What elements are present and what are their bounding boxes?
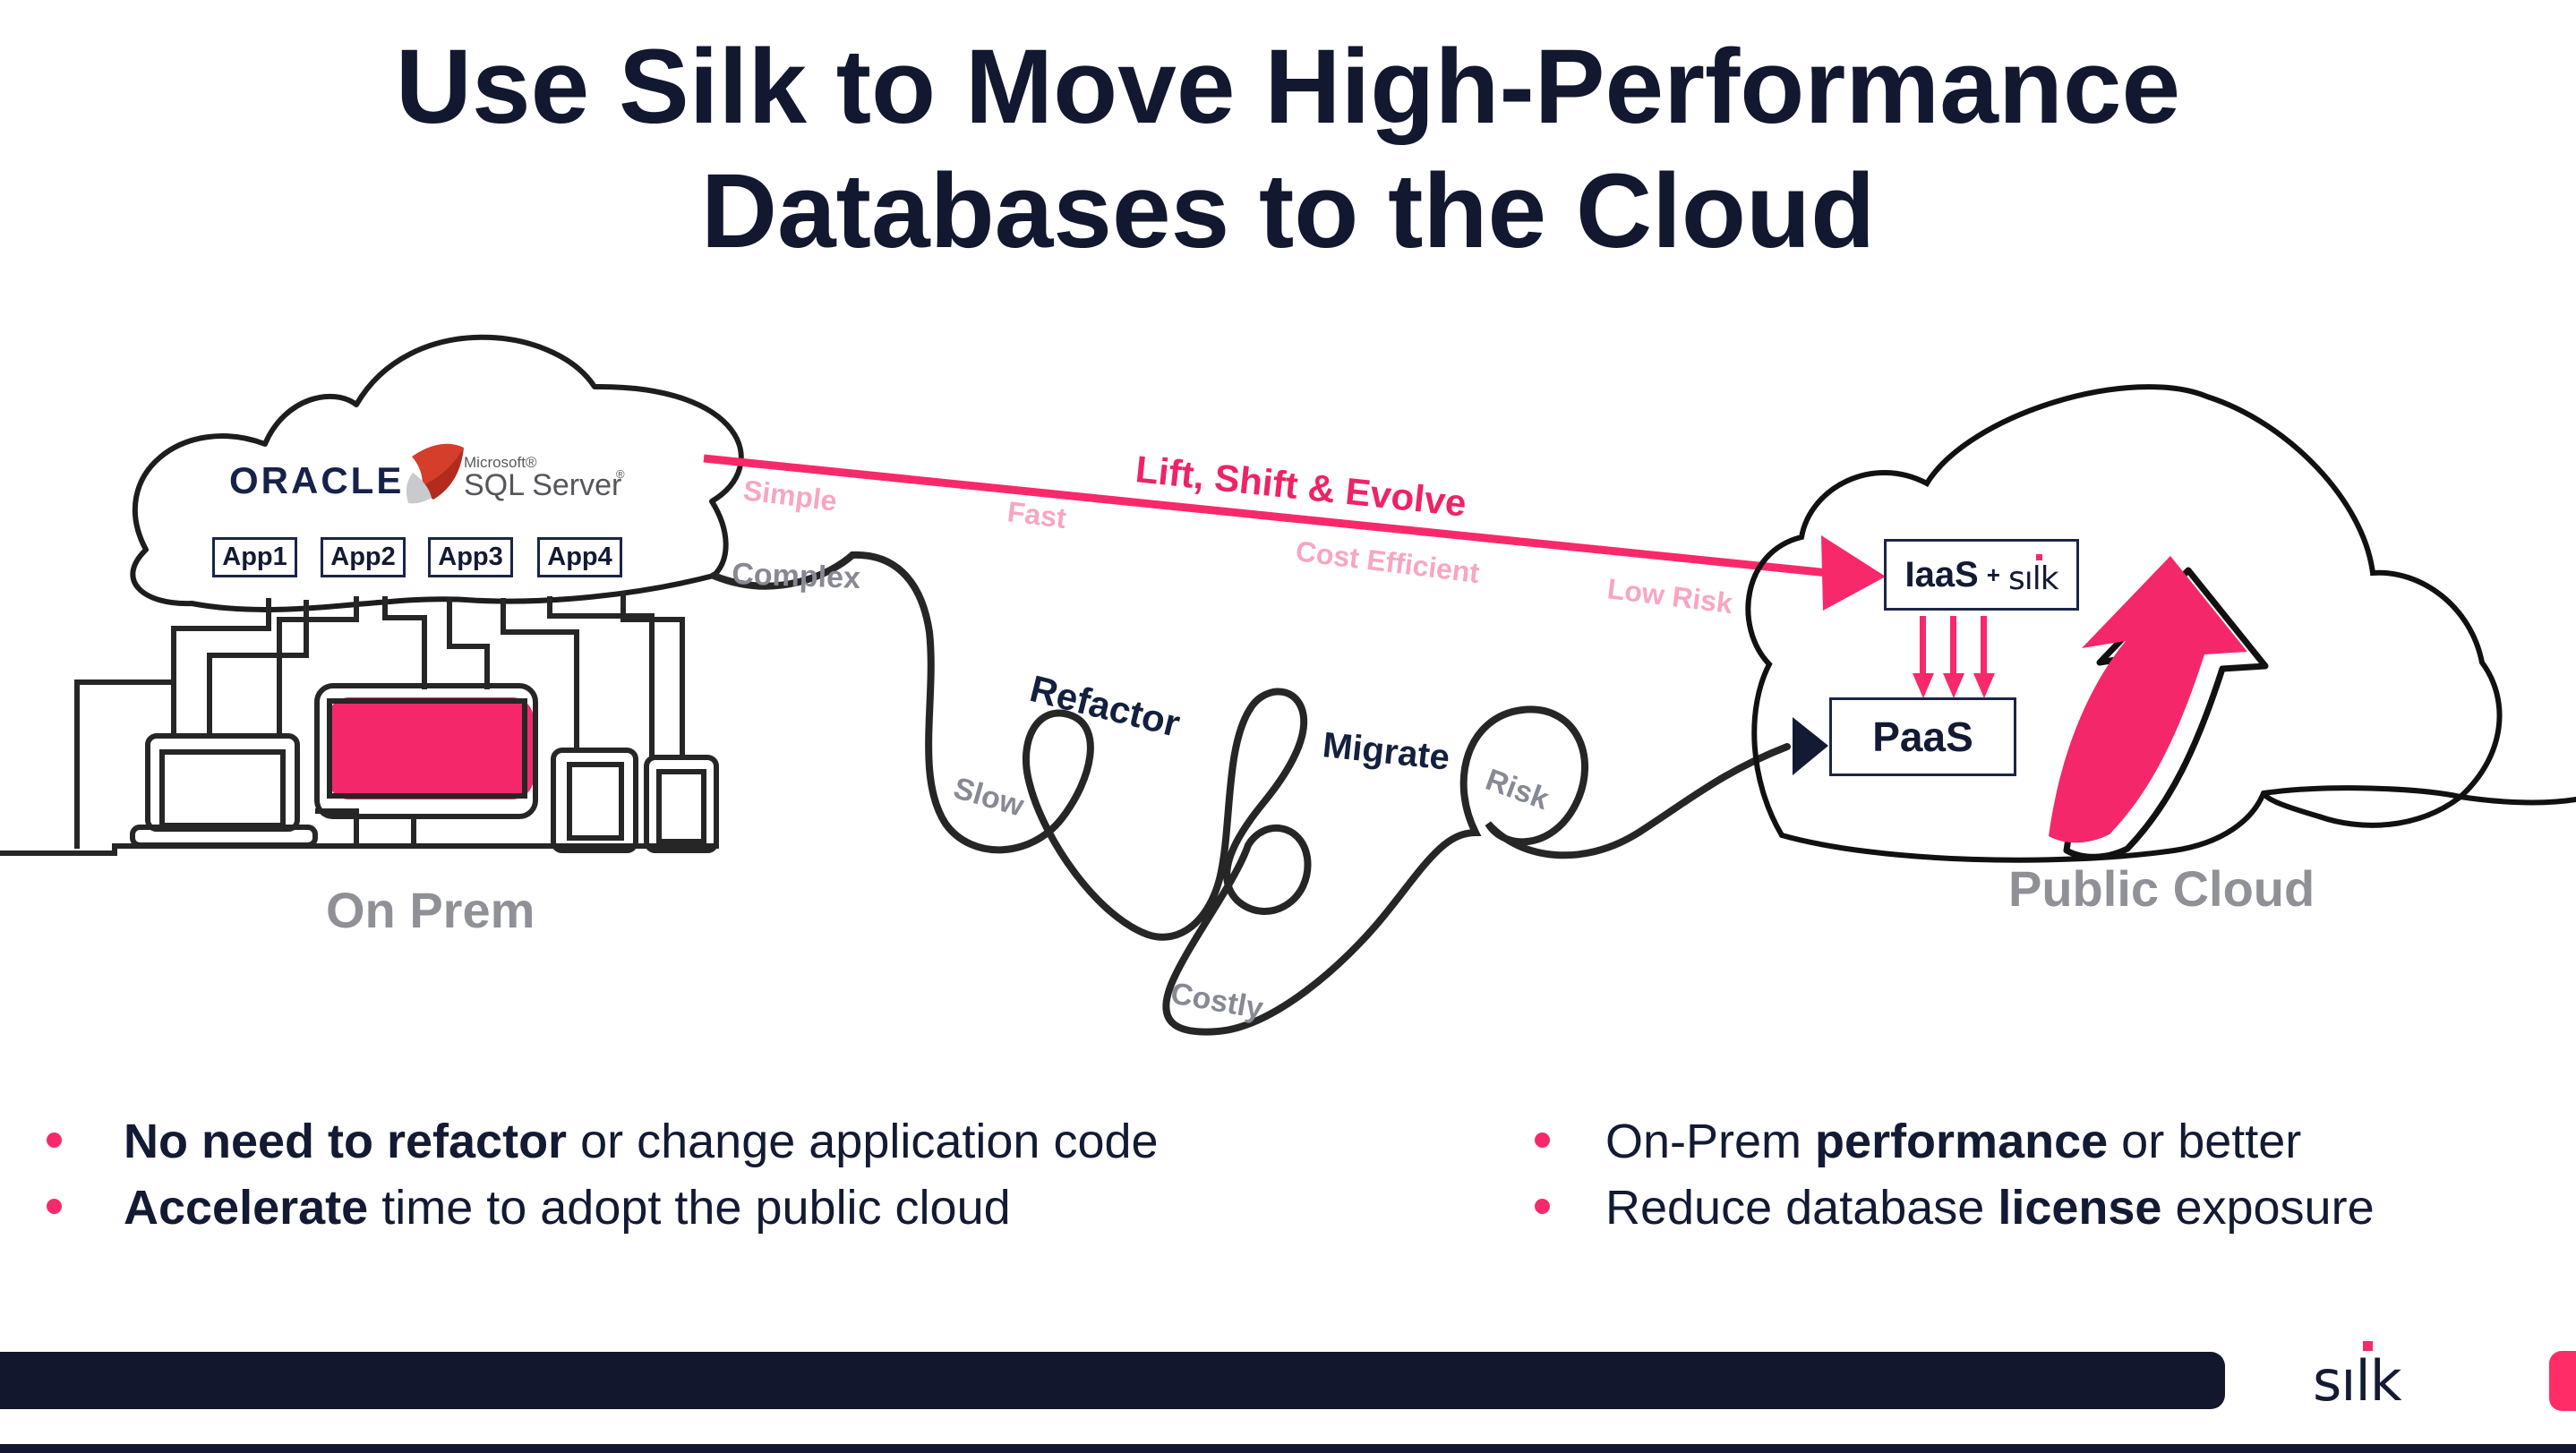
footer-accent-bar — [0, 1352, 2225, 1409]
bullet-post: or change application code — [567, 1115, 1159, 1168]
app3-box: App3 — [428, 537, 513, 577]
app4-box: App4 — [537, 537, 622, 577]
bullet-text: No need to refactor or change applicatio… — [124, 1108, 1159, 1175]
bullet-bold: license — [1998, 1181, 2162, 1235]
tangle-refactor: Refactor — [1026, 667, 1185, 745]
silk-logo-small: sılk — [2007, 554, 2059, 597]
lift-arrowhead — [1821, 535, 1886, 611]
paas-arrowhead — [1793, 717, 1828, 775]
lift-label: Lift, Shift & Evolve — [1134, 448, 1468, 525]
quality-low-risk: Low Risk — [1605, 572, 1734, 620]
bullet-pre: Reduce database — [1605, 1181, 1998, 1235]
list-item: Reduce database license exposure — [1535, 1175, 2375, 1241]
bullet-text: Reduce database license exposure — [1605, 1175, 2375, 1241]
sql-server-label: SQL Server — [464, 468, 621, 502]
sql-server-icon — [406, 443, 464, 504]
quality-fast: Fast — [1006, 495, 1068, 534]
monitor — [314, 683, 538, 819]
on-prem-devices — [130, 683, 719, 853]
monitor-pink-screen — [328, 697, 534, 799]
iaas-silk-box: IaaS + sılk — [1884, 539, 2079, 611]
oracle-logo: ORACLE — [229, 459, 404, 501]
quality-simple: Simple — [741, 474, 839, 517]
bullet-post: exposure — [2161, 1181, 2375, 1235]
bullet-bold: Accelerate — [124, 1181, 369, 1235]
silk-dot-icon — [2035, 554, 2042, 560]
list-item: No need to refactor or change applicatio… — [47, 1108, 1159, 1175]
big-growth-arrow — [2049, 556, 2269, 860]
laptop — [130, 733, 318, 848]
app2-box: App2 — [321, 537, 406, 577]
bullet-icon — [47, 1199, 62, 1214]
page-title-line2: Databases to the Cloud — [700, 152, 1876, 271]
bullet-text: Accelerate time to adopt the public clou… — [124, 1175, 1011, 1241]
app3-label: App3 — [438, 543, 503, 571]
bullet-icon — [1535, 1132, 1550, 1148]
list-item: On-Prem performance or better — [1535, 1108, 2375, 1175]
lift-arrow — [703, 454, 1886, 611]
bullet-bold: No need to refactor — [124, 1115, 568, 1168]
on-prem-wires — [74, 591, 685, 849]
tangled-path — [710, 551, 1791, 1036]
bullet-icon — [47, 1132, 62, 1148]
bullet-icon — [1535, 1199, 1550, 1214]
app1-label: App1 — [222, 543, 287, 571]
bottom-edge-bar — [0, 1444, 2576, 1453]
silk-wordmark: sılk — [2313, 1348, 2402, 1414]
plus-sign: + — [1986, 560, 2000, 588]
tangle-risk: Risk — [1481, 763, 1553, 816]
footer-pink-tab — [2549, 1351, 2576, 1411]
quality-cost-efficient: Cost Efficient — [1294, 534, 1481, 589]
app2-label: App2 — [330, 543, 396, 571]
tangle-slow: Slow — [950, 771, 1028, 824]
bullet-pre: On-Prem — [1605, 1115, 1816, 1168]
bullet-post: or better — [2108, 1115, 2302, 1168]
benefits-list-right: On-Prem performance or better Reduce dat… — [1535, 1108, 2375, 1241]
tangle-migrate: Migrate — [1321, 725, 1451, 778]
app1-box: App1 — [212, 537, 297, 577]
list-item: Accelerate time to adopt the public clou… — [47, 1175, 1159, 1241]
server-towers — [551, 748, 719, 853]
page-title-line1: Use Silk to Move High-Performance — [395, 28, 2181, 146]
silk-dot-icon — [2363, 1341, 2373, 1351]
page-title: Use Silk to Move High-Performance Databa… — [0, 25, 2576, 274]
on-prem-label: On Prem — [326, 882, 535, 938]
benefits-list-left: No need to refactor or change applicatio… — [47, 1108, 1159, 1241]
tangle-costly: Costly — [1168, 976, 1266, 1025]
paas-label: PaaS — [1872, 714, 1973, 760]
bullet-bold: performance — [1815, 1115, 2109, 1168]
on-prem-cloud-outline — [130, 334, 744, 612]
iaas-label: IaaS — [1904, 554, 1979, 594]
floor-line — [0, 843, 719, 856]
iaas-to-paas-arrows — [1913, 616, 1995, 698]
app4-label: App4 — [547, 543, 612, 571]
bullet-text: On-Prem performance or better — [1605, 1108, 2301, 1175]
microsoft-label: Microsoft® — [464, 454, 537, 471]
sql-server-mark: ® — [616, 467, 625, 481]
bullet-post: time to adopt the public cloud — [368, 1181, 1011, 1235]
footer-silk-logo: sılk — [2313, 1339, 2402, 1409]
silk-wordmark: sılk — [2007, 560, 2059, 597]
public-cloud-label: Public Cloud — [2008, 860, 2315, 917]
tangle-complex: Complex — [732, 557, 861, 595]
paas-box: PaaS — [1829, 697, 2016, 776]
